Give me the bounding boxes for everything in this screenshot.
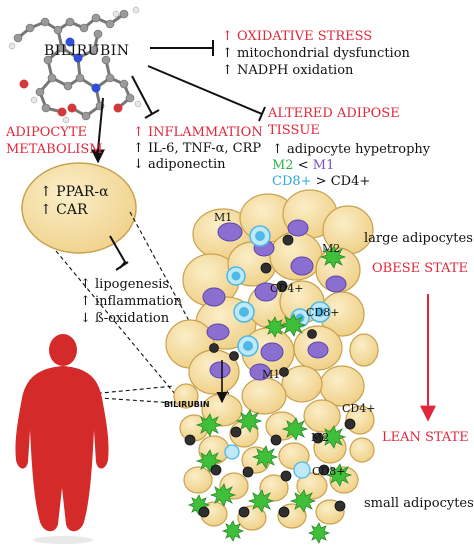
person-shadow xyxy=(33,536,93,544)
lean-state-label: LEAN STATE xyxy=(382,430,469,445)
m1-cells xyxy=(202,219,347,381)
ppar-line-1: ↑ PPAR-α xyxy=(40,184,109,200)
effects-line-2: ↑ inflammation xyxy=(80,294,182,309)
ppar-adipocyte-cell xyxy=(21,162,137,254)
cd4-cells xyxy=(184,234,356,518)
adipocyte-metabolism-line-2: METABOLISM xyxy=(6,142,103,157)
cell-label-m1-mid: M1 xyxy=(262,368,281,381)
altered-cd8: CD8+ xyxy=(272,174,312,189)
altered-line-2: M2 < M1 xyxy=(272,159,334,172)
bilirubin-molecule-icon xyxy=(8,6,142,124)
obese-state-label: OBESE STATE xyxy=(372,261,468,276)
effects-line-1: ↑ lipogenesis xyxy=(80,277,170,292)
inhibition-lines xyxy=(97,40,266,151)
cd8-cells xyxy=(226,225,331,357)
altered-lt: < xyxy=(293,158,313,173)
tissue-bilirubin-label: BILIRUBIN xyxy=(164,400,210,409)
cell-label-m2-low: M2 xyxy=(311,431,330,444)
altered-m1: M1 xyxy=(312,158,335,173)
cell-label-m1-top: M1 xyxy=(214,211,233,224)
altered-m2: M2 xyxy=(272,158,294,173)
m2-cells xyxy=(187,245,353,544)
cd8-cells-small xyxy=(224,444,311,479)
cell-label-cd8-low: CD8+ xyxy=(312,465,346,478)
ppar-line-2: ↑ CAR xyxy=(40,202,88,218)
cell-label-cd4-mid: CD4+ xyxy=(270,282,304,295)
adipocyte-metabolism-line-1: ADIPOCYTE xyxy=(6,125,88,140)
adipose-tissue-cluster xyxy=(165,189,379,544)
altered-line-1: ↑ adipocyte hypetrophy xyxy=(272,142,431,157)
bilirubin-label: BILIRUBIN xyxy=(44,43,130,59)
obese-person-icon xyxy=(15,334,109,532)
cell-label-cd4-low: CD4+ xyxy=(342,402,376,415)
effects-line-3: ↓ ß-oxidation xyxy=(80,311,170,326)
inflammation-line-2: ↓ adiponectin xyxy=(133,157,226,172)
inflammation-line-1: ↑ IL-6, TNF-α, CRP xyxy=(133,141,262,156)
altered-adipose-title-1: ALTERED ADIPOSE xyxy=(268,106,400,121)
oxidative-stress-title: ↑ OXIDATIVE STRESS xyxy=(222,29,373,44)
large-adipocytes-label: large adipocytes xyxy=(364,231,473,246)
cell-label-m2-top: M2 xyxy=(322,242,341,255)
oxidative-line-2: ↑ NADPH oxidation xyxy=(222,63,354,78)
altered-gt: > CD4+ xyxy=(311,174,371,189)
altered-line-3: CD8+ > CD4+ xyxy=(272,175,370,188)
cell-label-cd8-mid: CD8+ xyxy=(306,306,340,319)
oxidative-line-1: ↑ mitochondrial dysfunction xyxy=(222,46,410,61)
altered-adipose-title-2: TISSUE xyxy=(268,123,320,138)
inflammation-title: ↑ INFLAMMATION xyxy=(133,125,263,140)
small-adipocytes-label: small adipocytes xyxy=(364,496,474,511)
